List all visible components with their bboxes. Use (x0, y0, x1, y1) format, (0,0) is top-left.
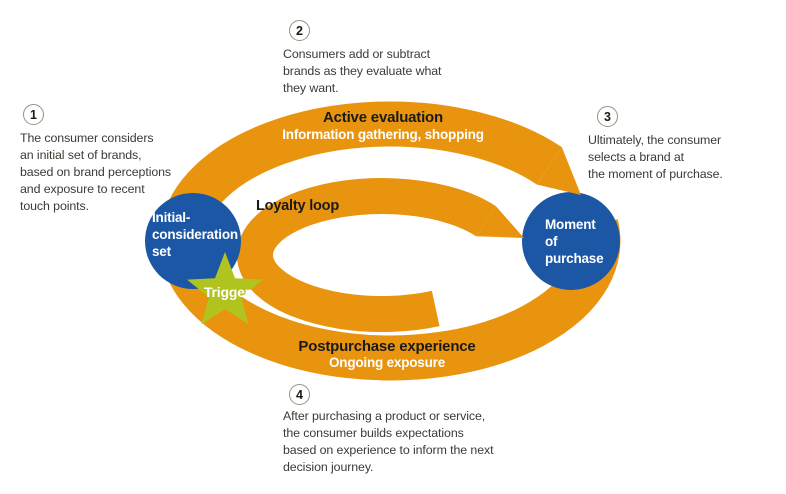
postpurchase-title: Postpurchase experience (298, 338, 476, 355)
text-line: the consumer builds expectations (283, 426, 464, 440)
text-line: based on brand perceptions (20, 165, 172, 179)
initial-consideration-label: Initial- consideration set (152, 209, 238, 260)
trigger-star (187, 252, 263, 325)
label-line: of (545, 234, 558, 249)
loyalty-loop-arrowhead-icon (476, 206, 524, 238)
annotation-step-3: Ultimately, the consumer selects a brand… (588, 132, 723, 183)
text-line: an initial set of brands, (20, 148, 142, 162)
annotation-step-2: Consumers add or subtract brands as they… (283, 46, 441, 97)
text-line: After purchasing a product or service, (283, 409, 486, 423)
initial-consideration-circle (145, 193, 241, 289)
text-line: selects a brand at (588, 150, 685, 164)
text-line: touch points. (20, 199, 89, 213)
moment-of-purchase-label: Moment of purchase (545, 216, 604, 267)
label-line: consideration (152, 227, 238, 242)
active-evaluation-title: Active evaluation (323, 109, 443, 126)
postpurchase-subtitle: Ongoing exposure (328, 355, 446, 370)
text-line: the moment of purchase. (588, 167, 723, 181)
text-line: Consumers add or subtract (283, 47, 430, 61)
annotation-step-1: The consumer considers an initial set of… (20, 130, 171, 215)
step-2-badge: 2 (289, 20, 310, 41)
trigger-label: Trigger (203, 284, 251, 300)
loyalty-loop-label: Loyalty loop (256, 198, 339, 214)
text-line: The consumer considers (20, 131, 154, 145)
text-line: they want. (283, 81, 339, 95)
text-line: Ultimately, the consumer (588, 133, 722, 147)
label-line: purchase (545, 251, 604, 266)
text-line: based on experience to inform the next (283, 443, 494, 457)
outer-ring-arrowhead-icon (536, 147, 581, 195)
annotation-step-4: After purchasing a product or service, t… (283, 408, 494, 476)
step-3-badge: 3 (597, 106, 618, 127)
label-line: Moment (545, 217, 596, 232)
step-1-badge: 1 (23, 104, 44, 125)
text-line: brands as they evaluate what (283, 64, 442, 78)
active-evaluation-subtitle: Information gathering, shopping (282, 127, 484, 142)
loyalty-loop-ring (237, 178, 496, 333)
label-line: set (152, 244, 171, 259)
label-line: Initial- (152, 210, 191, 225)
text-line: decision journey. (283, 460, 374, 474)
step-4-badge: 4 (289, 384, 310, 405)
moment-of-purchase-circle (522, 192, 620, 290)
text-line: and exposure to recent (20, 182, 145, 196)
